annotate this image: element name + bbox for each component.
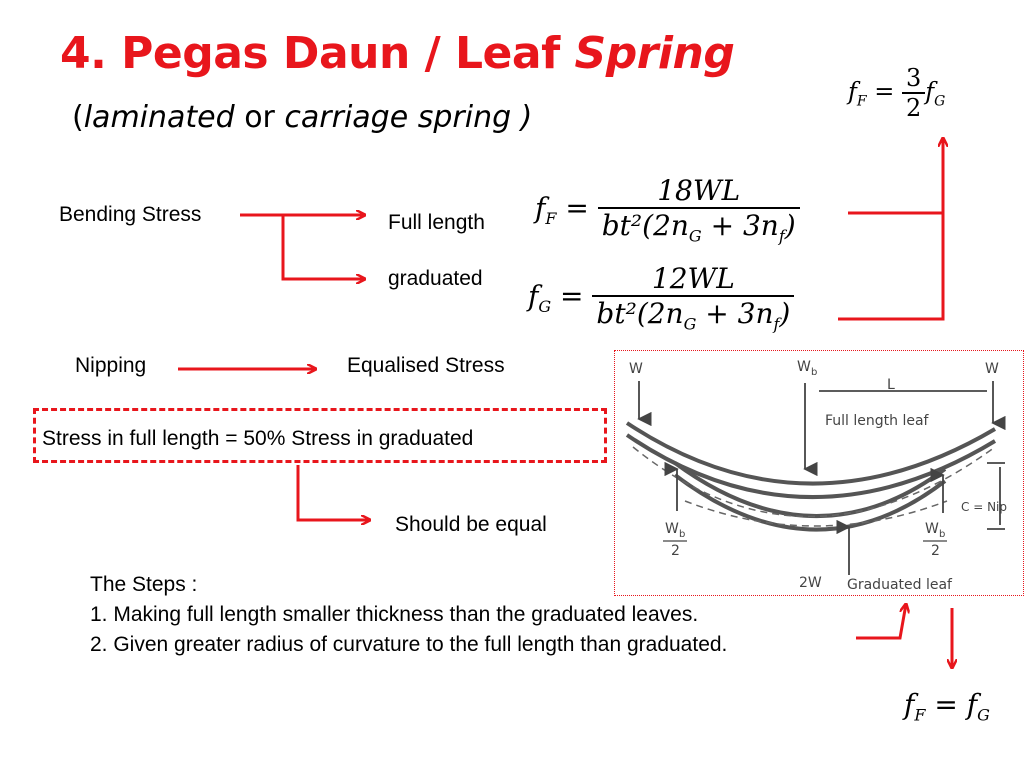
- steps-heading: The Steps :: [90, 573, 198, 596]
- fG-denominator: bt²(2nG + 3nf): [592, 295, 795, 334]
- dashed-curve-1: [632, 446, 996, 518]
- subtitle-open: (: [72, 100, 84, 135]
- fF-den-main: bt²(2n: [601, 209, 689, 242]
- wb2-left-den: 2: [671, 543, 680, 559]
- fF-denominator: bt²(2nG + 3nf): [597, 207, 800, 246]
- arrow-to-ratio: [838, 138, 943, 321]
- fF-sub: F: [545, 208, 557, 228]
- steps-block: The Steps : 1. Making full length smalle…: [90, 570, 727, 660]
- fF-f: f: [535, 191, 546, 225]
- fF-den-plus: + 3n: [701, 209, 779, 242]
- full-length-leaf-upper: [625, 421, 997, 486]
- title-italic: Spring: [574, 28, 735, 79]
- ratio-rhs-f: f: [925, 77, 935, 106]
- wb2-right-num: W: [925, 521, 939, 537]
- ratio-lhs-f: f: [848, 77, 857, 106]
- slide-title: 4. Pegas Daun / Leaf Spring: [60, 28, 735, 79]
- eq-lhs-sub: F: [914, 705, 926, 725]
- fG-eq: =: [551, 279, 593, 313]
- subtitle-or: or: [234, 100, 285, 135]
- fF-eq: =: [556, 191, 598, 225]
- wb2-right-den: 2: [931, 543, 940, 559]
- leaf-spring-svg: W W b L W Full length leaf C = Nip W b 2…: [625, 359, 1007, 593]
- fF-numerator: 18WL: [657, 174, 741, 207]
- fG-numerator: 12WL: [651, 262, 735, 295]
- L-label: L: [887, 377, 895, 393]
- ratio-eq: =: [866, 77, 902, 106]
- fG-den-plus: + 3n: [696, 297, 774, 330]
- full-length-leaf-label: Full length leaf: [825, 413, 930, 429]
- c-nip-label: C = Nip: [961, 500, 1007, 514]
- full-length-label: Full length: [388, 211, 485, 234]
- graduated-label: graduated: [388, 267, 483, 290]
- dashed-curves: [632, 446, 996, 527]
- fG-f: f: [528, 279, 539, 313]
- ratio-rhs-sub: G: [934, 93, 946, 110]
- equalised-stress-label: Equalised Stress: [347, 354, 505, 377]
- wb2-right-sub: b: [939, 529, 945, 540]
- subtitle-carriage: carriage spring ): [284, 100, 533, 135]
- fF-den-subG: G: [688, 226, 702, 246]
- wb-top-label: W: [797, 359, 811, 375]
- fF-den-close: ): [784, 209, 796, 242]
- dashed-curve-2: [684, 500, 948, 527]
- eq-lhs-f: f: [904, 688, 915, 721]
- fG-den-subG: G: [683, 314, 697, 334]
- should-be-equal-label: Should be equal: [395, 513, 547, 536]
- ratio-lhs-sub: F: [856, 93, 867, 110]
- w-left-label: W: [629, 361, 643, 377]
- eq-rhs-f: f: [966, 688, 978, 721]
- subtitle-laminated: laminated: [83, 100, 235, 135]
- arrow-to-graduated: [281, 215, 365, 279]
- bending-stress-label: Bending Stress: [59, 203, 202, 226]
- wb2-left-sub: b: [679, 529, 685, 540]
- slide-subtitle: (laminated or carriage spring ): [72, 100, 532, 135]
- step-2: 2. Given greater radius of curvature to …: [90, 633, 728, 656]
- two-w-label: 2W: [799, 575, 822, 591]
- wb-top-sub: b: [811, 367, 817, 378]
- nipping-label: Nipping: [75, 354, 147, 377]
- arrow-to-should-equal: [296, 465, 370, 520]
- equality-formula: fF = fG: [904, 688, 990, 725]
- eq-rhs-sub: G: [977, 705, 990, 725]
- fG-sub: G: [538, 296, 552, 316]
- fG-den-subf: f: [773, 314, 780, 334]
- eq-sign: =: [925, 688, 967, 721]
- load-arrows: [637, 381, 1006, 575]
- ratio-den: 2: [901, 92, 926, 122]
- figure-labels: W W b L W Full length leaf C = Nip W b 2…: [629, 359, 1007, 593]
- step-1: 1. Making full length smaller thickness …: [90, 603, 699, 626]
- leaf-spring-diagram: W W b L W Full length leaf C = Nip W b 2…: [614, 350, 1024, 596]
- fG-den-main: bt²(2n: [596, 297, 684, 330]
- fF-den-subf: f: [778, 226, 785, 246]
- stress-relation-text: Stress in full length = 50% Stress in gr…: [42, 427, 474, 450]
- arrow-step-to-figure: [856, 604, 906, 640]
- ratio-num: 3: [905, 64, 922, 92]
- fG-den-close: ): [779, 297, 791, 330]
- wb2-left-num: W: [665, 521, 679, 537]
- title-main: 4. Pegas Daun / Leaf: [60, 28, 575, 79]
- w-right-label: W: [985, 361, 999, 377]
- stress-relation-box: [33, 408, 607, 463]
- graduated-leaf-lower: [673, 473, 947, 532]
- graduated-leaf-label: Graduated leaf: [847, 577, 953, 593]
